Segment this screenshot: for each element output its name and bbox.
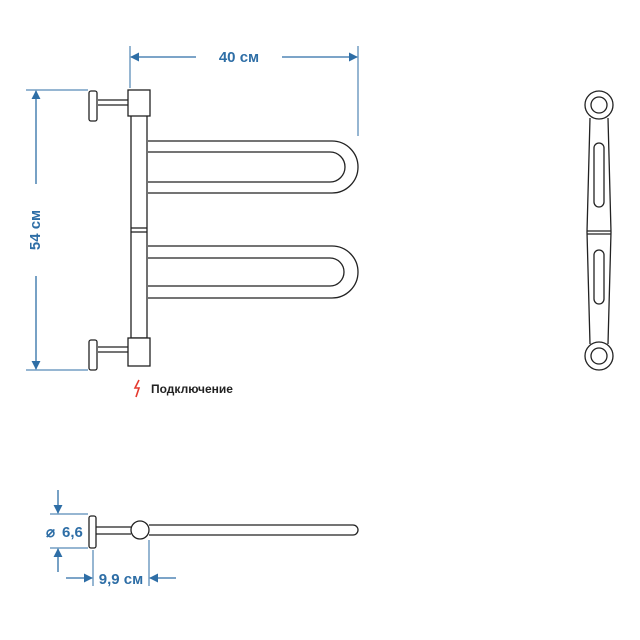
top-mount	[88, 89, 151, 122]
bottom-mount	[88, 337, 151, 371]
connection-label: Подключение	[151, 382, 233, 396]
height-label: 54 см	[27, 210, 44, 250]
side-upper-slot	[593, 142, 605, 208]
diameter-dimension: ⌀ 6,6	[46, 490, 88, 572]
height-dimension: 54 см	[26, 89, 88, 371]
width-label: 40 см	[219, 49, 259, 66]
side-bottom-disc	[584, 341, 614, 371]
diameter-label: 6,6	[62, 524, 83, 541]
top-view	[88, 515, 359, 549]
diameter-symbol: ⌀	[46, 524, 55, 541]
upper-u-bar	[148, 140, 359, 194]
front-view	[88, 89, 359, 371]
width-dimension: 40 см	[129, 46, 359, 136]
lightning-icon	[133, 379, 141, 398]
lower-u-bar	[148, 245, 359, 299]
side-top-disc	[584, 90, 614, 120]
top-wall-plate	[88, 515, 97, 549]
side-lower-slot	[593, 249, 605, 305]
top-bar	[149, 524, 359, 536]
side-post	[586, 117, 612, 345]
depth-label: 9,9 см	[99, 571, 143, 588]
side-view	[584, 90, 614, 371]
connection-marker: Подключение	[133, 379, 233, 398]
vertical-post	[130, 113, 148, 339]
top-swivel-joint	[130, 520, 150, 540]
depth-dimension: 9,9 см	[66, 540, 176, 588]
